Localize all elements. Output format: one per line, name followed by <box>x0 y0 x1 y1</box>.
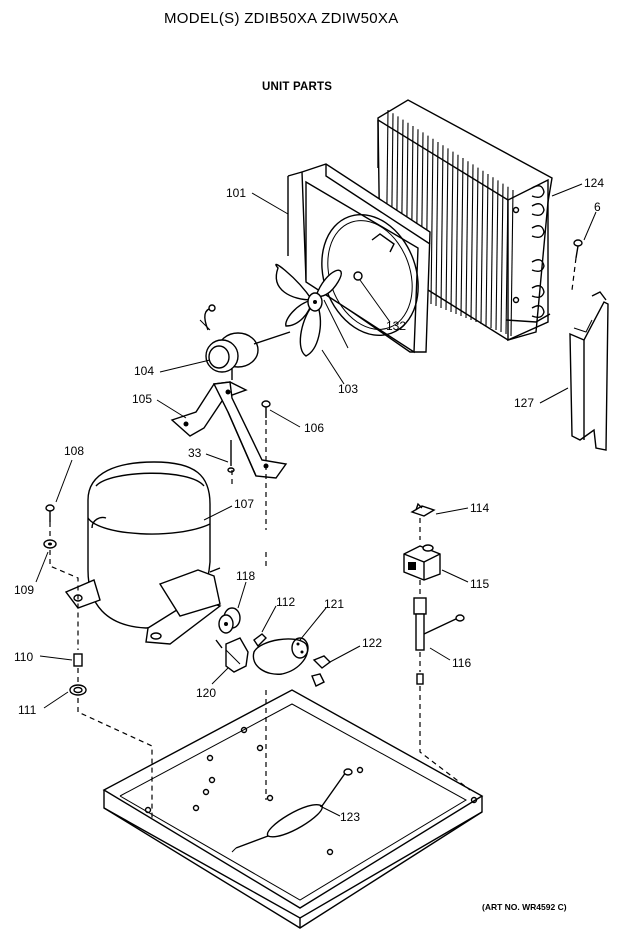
capacitor-bracket-122 <box>311 655 332 687</box>
screw-33 <box>227 440 235 473</box>
condenser-fin <box>445 148 449 311</box>
callout-112: 112 <box>276 595 296 609</box>
callout-122: 122 <box>362 636 383 650</box>
callout-114: 114 <box>470 501 490 515</box>
fan-blade <box>275 263 349 357</box>
fan-shroud <box>287 163 431 354</box>
callout-33: 33 <box>188 446 202 460</box>
callout-121: 121 <box>324 597 345 611</box>
callout-103: 103 <box>338 382 359 396</box>
condenser-fin <box>480 170 484 325</box>
condenser-fin <box>435 141 439 307</box>
callout-124: 124 <box>584 176 605 190</box>
condenser-fin <box>495 180 499 331</box>
callout-110: 110 <box>14 650 34 664</box>
condenser-fin <box>430 138 434 305</box>
section-title: UNIT PARTS <box>262 81 333 93</box>
valve-116 <box>413 597 465 685</box>
condenser-fin <box>460 157 464 317</box>
condenser-fin <box>465 161 469 319</box>
sleeve-110 <box>73 653 83 667</box>
callout-111: 111 <box>18 703 37 717</box>
grommet-111 <box>69 684 87 696</box>
callout-108: 108 <box>64 444 85 458</box>
bolt-108 <box>45 504 55 522</box>
screw-106 <box>261 400 271 418</box>
callout-115: 115 <box>470 577 490 591</box>
condenser-fin <box>490 177 494 329</box>
overload-118 <box>218 607 241 634</box>
leader-lines <box>35 183 597 817</box>
condenser-fin <box>440 145 444 309</box>
clip-114 <box>410 502 436 517</box>
callout-118: 118 <box>236 569 256 583</box>
callout-106: 106 <box>304 421 325 435</box>
base-pan <box>102 689 484 929</box>
compressor <box>64 461 222 645</box>
condenser-fin <box>475 167 479 323</box>
clip-112 <box>253 633 267 648</box>
condenser-fin <box>485 173 489 327</box>
assembly-lines <box>49 257 577 818</box>
washer-109 <box>43 539 57 549</box>
condenser-bracket <box>569 291 609 451</box>
callout-132: 132 <box>386 319 407 333</box>
drier-123 <box>231 768 353 853</box>
callout-107: 107 <box>234 497 255 511</box>
capacitor-121 <box>252 637 309 675</box>
solenoid-115 <box>403 544 441 581</box>
callout-120: 120 <box>196 686 217 700</box>
relay-120 <box>215 637 249 673</box>
callout-116: 116 <box>452 656 472 670</box>
callout-6: 6 <box>594 200 601 214</box>
motor-bracket <box>170 368 288 479</box>
callout-109: 109 <box>14 583 35 597</box>
fan-motor <box>199 304 291 373</box>
art-number: (ART NO. WR4592 C) <box>482 902 567 912</box>
condenser-fin <box>510 189 514 337</box>
condenser-fin <box>470 164 474 321</box>
callout-101: 101 <box>226 186 247 200</box>
callout-127: 127 <box>514 396 535 410</box>
condenser-fin <box>455 154 459 315</box>
screw-6 <box>573 239 583 259</box>
condenser-fin <box>500 183 504 333</box>
page-title: MODEL(S) ZDIB50XA ZDIW50XA <box>164 10 399 27</box>
callout-104: 104 <box>134 364 155 378</box>
callout-123: 123 <box>340 810 361 824</box>
callout-105: 105 <box>132 392 153 406</box>
condenser-fin <box>450 151 454 313</box>
